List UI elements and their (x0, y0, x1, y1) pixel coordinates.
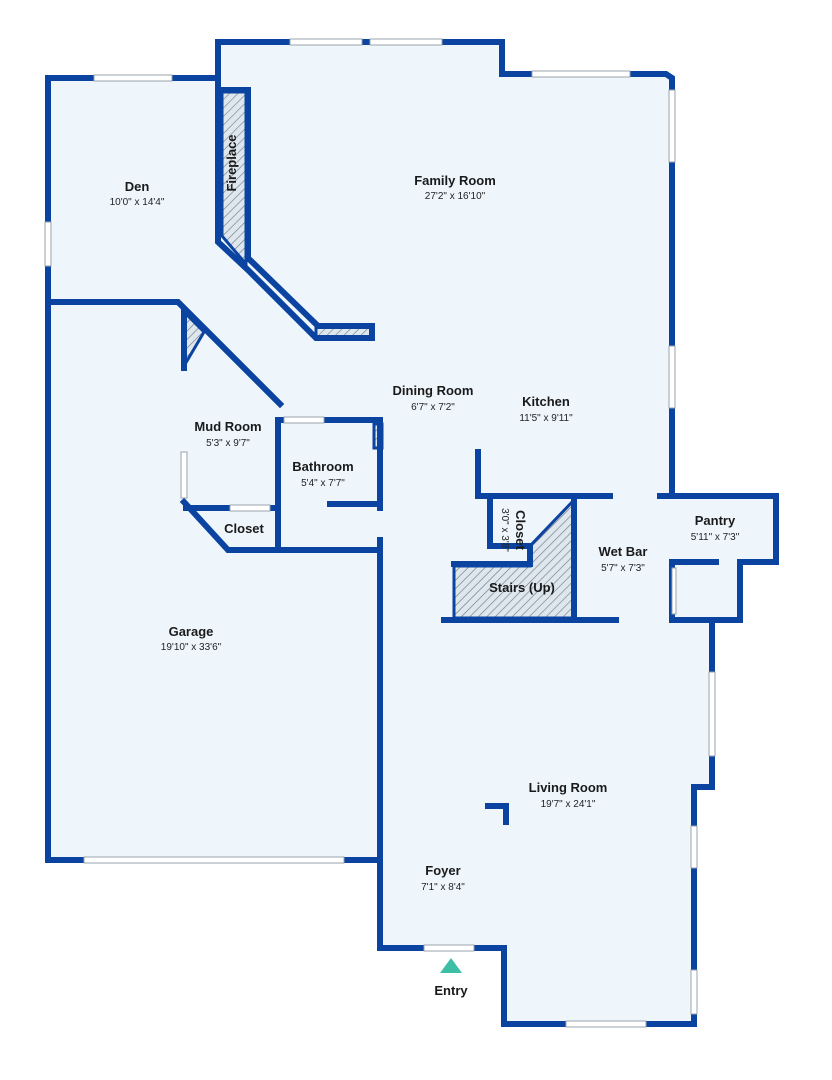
window (668, 89, 676, 163)
room-name-wet-bar: Wet Bar (599, 544, 648, 559)
mudroom-closet-wall (179, 497, 381, 553)
mudroom-angled-wall (199, 323, 285, 409)
room-dims-wet-bar: 5'7" x 7'3" (601, 563, 645, 574)
room-name-kitchen: Kitchen (522, 394, 570, 409)
entry-label: Entry (434, 983, 468, 998)
room-dims-bathroom: 5'4" x 7'7" (301, 478, 345, 489)
room-name-den: Den (125, 179, 150, 194)
room-name-pantry: Pantry (695, 513, 736, 528)
window (229, 504, 271, 512)
window (690, 825, 698, 869)
room-dims-dining-room: 6'7" x 7'2" (411, 402, 455, 413)
window (671, 567, 677, 615)
stairs-left-wall (475, 449, 613, 499)
room-name-dining-room: Dining Room (393, 383, 474, 398)
room-dims-closet-stairs: 3'0" x 3'8" (499, 508, 510, 552)
room-dims-mud-room: 5'3" x 9'7" (206, 438, 250, 449)
den-garage-wall (45, 299, 205, 329)
room-name-closet: Closet (224, 521, 264, 536)
room-name-family-room: Family Room (414, 173, 496, 188)
room-dims-living-room: 19'7" x 24'1" (541, 799, 596, 810)
window (423, 944, 475, 952)
room-dims-foyer: 7'1" x 8'4" (421, 882, 465, 893)
exterior-wall-east (657, 493, 779, 623)
room-name-stairs: Stairs (Up) (489, 580, 555, 595)
windows (44, 38, 716, 1028)
room-name-bathroom: Bathroom (292, 459, 353, 474)
window (668, 345, 676, 409)
window (44, 221, 52, 267)
window (180, 451, 188, 499)
window (708, 671, 716, 757)
window (283, 416, 325, 424)
room-name-foyer: Foyer (425, 863, 460, 878)
closet-stairs-wall (487, 493, 533, 549)
room-name-closet-stairs: Closet (513, 510, 528, 550)
window (369, 38, 443, 46)
window (565, 1020, 647, 1028)
triangle-up-icon (440, 958, 462, 973)
living-room-pillar (485, 803, 509, 825)
room-dims-family-room: 27'2" x 16'10" (425, 191, 486, 202)
room-dims-garage: 19'10" x 33'6" (161, 642, 222, 653)
room-name-mud-room: Mud Room (194, 419, 261, 434)
window (83, 856, 345, 864)
room-labels: Family Room 27'2" x 16'10" Den 10'0" x 1… (110, 134, 740, 893)
room-dims-kitchen: 11'5" x 9'11" (519, 413, 573, 424)
window (93, 74, 173, 82)
room-dims-den: 10'0" x 14'4" (110, 197, 165, 208)
window (531, 70, 631, 78)
stairs-top-wall (451, 543, 533, 567)
fireplace-label: Fireplace (224, 134, 239, 191)
floor-fill (48, 42, 776, 1024)
room-dims-pantry: 5'11" x 7'3" (691, 532, 740, 543)
window (289, 38, 363, 46)
entry-marker: Entry (434, 958, 468, 998)
room-name-living-room: Living Room (529, 780, 608, 795)
fireplace-wall (215, 75, 375, 341)
window (690, 969, 698, 1015)
room-name-garage: Garage (169, 624, 214, 639)
exterior-wall-southeast (45, 617, 715, 1027)
